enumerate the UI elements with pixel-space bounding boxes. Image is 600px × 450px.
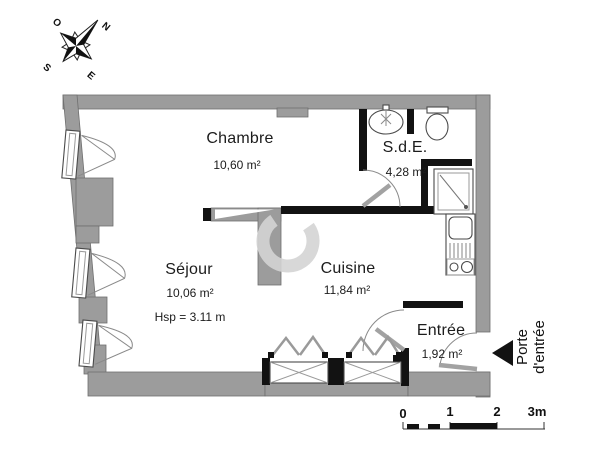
room-area-sejour: 10,06 m² bbox=[166, 286, 214, 300]
room-label-sde: S.d.E. bbox=[382, 139, 428, 156]
room-area-chambre: 10,60 m² bbox=[213, 158, 261, 172]
shower-icon bbox=[433, 168, 474, 215]
scale-0-label: 0 bbox=[399, 406, 406, 421]
scale-3m-label: 3m bbox=[528, 404, 547, 419]
entrance-door-label: Porte d'entrée bbox=[514, 320, 548, 374]
scale-1-label: 1 bbox=[446, 404, 453, 419]
entrance-door-label-line1: Porte bbox=[514, 329, 531, 365]
compass-north-label: N bbox=[99, 21, 112, 34]
hob-icon bbox=[446, 258, 475, 276]
interior-walls bbox=[203, 109, 472, 386]
window-post-mid bbox=[328, 358, 344, 385]
room-label-cuisine: Cuisine bbox=[320, 260, 376, 277]
sde-door-leaf bbox=[361, 183, 392, 208]
compass-south-label: S bbox=[41, 62, 53, 75]
toilet-icon bbox=[425, 106, 449, 141]
ceiling-height-label: Hsp = 3.11 m bbox=[154, 310, 226, 324]
room-area-entree: 1,92 m² bbox=[421, 347, 463, 361]
kitchen-sink-icon bbox=[448, 216, 473, 240]
shower-wall bbox=[421, 166, 428, 214]
drainer-icon bbox=[449, 243, 471, 258]
chambre-sde-wall bbox=[359, 109, 367, 171]
room-label-sejour: Séjour bbox=[165, 261, 213, 278]
compass-west-label: O bbox=[50, 16, 63, 30]
room-area-cuisine: 11,84 m² bbox=[323, 283, 371, 297]
scale-2-label: 2 bbox=[493, 404, 500, 419]
chambre-door-open-leaf bbox=[215, 209, 274, 219]
bottom-wall-right bbox=[407, 371, 491, 397]
scale-bar: 0 1 2 3m bbox=[399, 404, 547, 430]
left-pier-b bbox=[78, 296, 108, 324]
right-wall-upper bbox=[475, 94, 491, 333]
entree-top-wall bbox=[403, 301, 463, 308]
compass-rose-icon: N O S E bbox=[41, 16, 112, 83]
bottom-windows bbox=[268, 334, 402, 384]
bathroom-fixtures bbox=[368, 104, 474, 215]
kitchen-counter bbox=[445, 213, 476, 276]
entrance-arrow-icon bbox=[492, 340, 513, 366]
entree-door-stub bbox=[393, 355, 403, 362]
entree-left-wall bbox=[401, 348, 409, 386]
left-pier-a2 bbox=[75, 225, 100, 244]
window-post-left bbox=[262, 358, 270, 385]
front-door-leaf bbox=[438, 362, 478, 372]
top-wall-pier bbox=[276, 107, 309, 118]
bottom-wall-left bbox=[87, 371, 266, 397]
front-door-arc bbox=[439, 332, 478, 366]
sde-partition-stub bbox=[407, 109, 414, 134]
window-left-1 bbox=[61, 129, 116, 180]
wc-wall bbox=[421, 159, 472, 166]
room-label-chambre: Chambre bbox=[206, 130, 274, 147]
window-left-2 bbox=[71, 247, 126, 299]
compass-east-label: E bbox=[85, 70, 97, 83]
window-left-3 bbox=[78, 319, 133, 368]
entrance-door-label-line2: d'entrée bbox=[531, 320, 548, 374]
folding-shutters bbox=[271, 334, 402, 357]
sink-icon bbox=[368, 104, 404, 135]
shutter-hinges bbox=[268, 352, 402, 358]
left-pier-a bbox=[75, 177, 114, 227]
left-windows bbox=[61, 129, 133, 368]
room-area-sde: 4,28 m² bbox=[385, 165, 427, 179]
sde-door-arc bbox=[362, 169, 401, 208]
chambre-door-stub bbox=[203, 208, 211, 221]
room-label-entree: Entrée bbox=[416, 322, 466, 339]
top-wall bbox=[62, 94, 491, 110]
main-horizontal-wall bbox=[281, 206, 458, 214]
